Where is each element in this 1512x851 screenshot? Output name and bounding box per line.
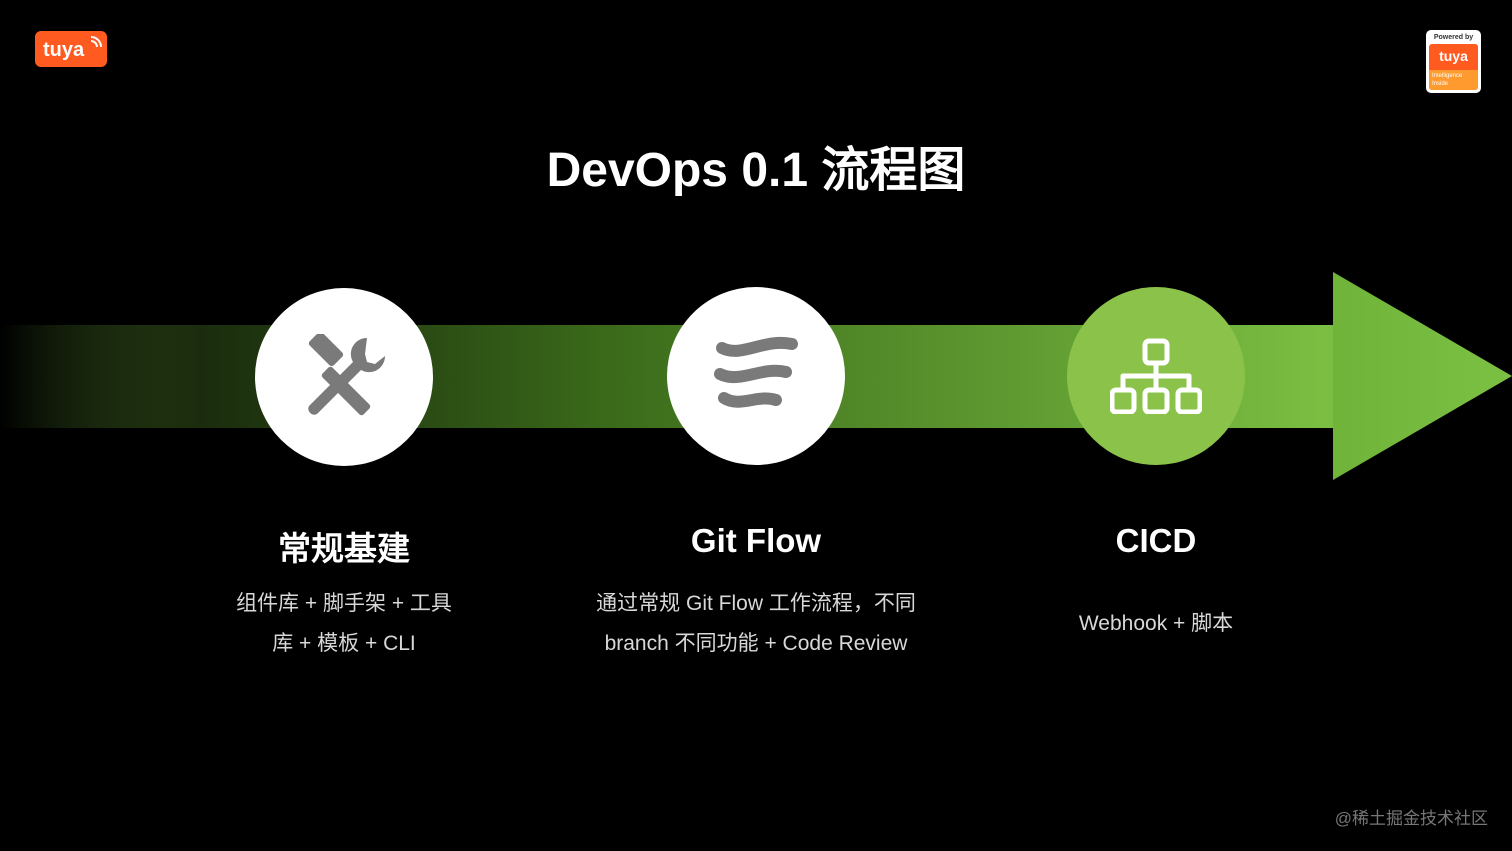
badge-tagline: Intelligence Inside [1432, 73, 1463, 87]
step-desc-line: 通过常规 Git Flow 工作流程，不同 [596, 592, 916, 615]
tuya-logo-mark: tuya [43, 36, 102, 61]
badge-mini-logo: tuya Intelligence Inside [1429, 44, 1478, 90]
step-desc-cicd: Webhook + 脚本 [956, 604, 1356, 644]
step-desc-line: 组件库 + 脚手架 + 工具 [236, 592, 452, 615]
badge-powered-text: Powered by [1433, 34, 1474, 41]
arrow-head [1333, 272, 1512, 480]
step-desc-infrastructure: 组件库 + 脚手架 + 工具 库 + 模板 + CLI [144, 584, 544, 664]
step-desc-line: branch 不同功能 + Code Review [604, 632, 908, 655]
step-node-infrastructure [255, 288, 433, 466]
sitemap-icon [1110, 338, 1202, 414]
page-title: DevOps 0.1 流程图 [546, 144, 966, 197]
step-node-cicd [1067, 287, 1245, 465]
step-desc-line: 库 + 模板 + CLI [272, 632, 416, 655]
step-desc-line: Webhook + 脚本 [1078, 612, 1234, 635]
badge-logo-text: tuya [1439, 48, 1468, 64]
step-title-git-flow: Git Flow [690, 522, 822, 559]
powered-by-tuya-badge: Powered by tuya Intelligence Inside [1426, 30, 1481, 93]
step-desc-git-flow: 通过常规 Git Flow 工作流程，不同 branch 不同功能 + Code… [556, 584, 956, 664]
watermark: @稀土掘金技术社区 [1334, 809, 1488, 828]
tuya-logo: tuya [35, 31, 107, 67]
step-title-cicd: CICD [1115, 522, 1197, 559]
step-title-infrastructure: 常规基建 [278, 530, 410, 567]
tools-icon [308, 334, 386, 416]
step-node-git-flow [667, 287, 845, 465]
git-flow-icon [714, 336, 798, 408]
badge-tagline-band: Intelligence Inside [1429, 70, 1478, 90]
svg-text:tuya: tuya [43, 39, 85, 61]
